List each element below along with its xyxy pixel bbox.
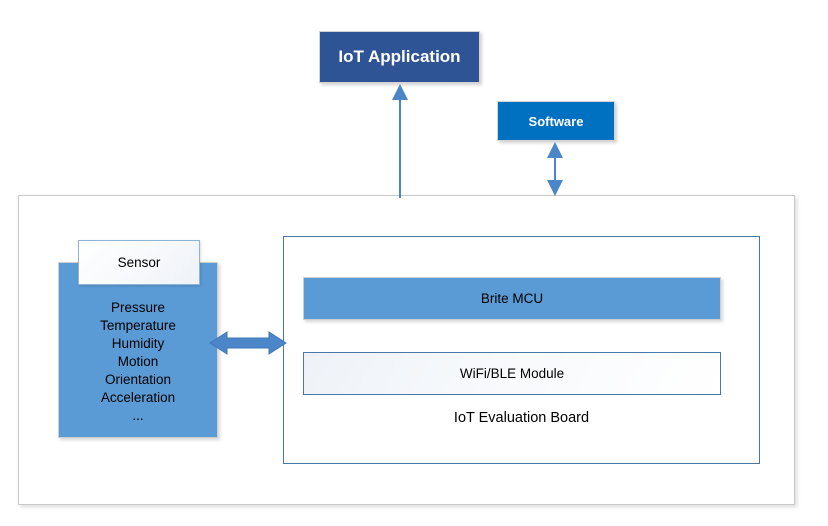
- board-to-software-double-arrow: [547, 142, 563, 196]
- software-label: Software: [528, 113, 584, 129]
- sensor-label: Sensor: [117, 255, 161, 270]
- sensor-property-item: Acceleration: [100, 390, 176, 405]
- iot-application-label: IoT Application: [338, 47, 461, 66]
- sensor-property-item: Pressure: [110, 300, 166, 315]
- iot-evaluation-board-label: IoT Evaluation Board: [453, 410, 590, 426]
- wifi-ble-module-block: WiFi/BLE Module: [303, 352, 721, 395]
- sensor-property-item: Temperature: [100, 318, 176, 333]
- sensor-property-item: Humidity: [111, 336, 165, 351]
- sensor-to-board-double-arrow: [209, 331, 287, 355]
- sensor-label-box: Sensor: [78, 240, 200, 285]
- software-box: Software: [497, 101, 615, 141]
- sensor-property-item: Motion: [117, 354, 159, 369]
- brite-mcu-label: Brite MCU: [480, 291, 544, 306]
- board-to-application-arrow: [392, 84, 408, 198]
- sensor-property-list: Pressure Temperature Humidity Motion Ori…: [59, 299, 217, 425]
- sensor-property-item: ...: [132, 408, 144, 423]
- sensor-block: Pressure Temperature Humidity Motion Ori…: [58, 262, 218, 438]
- wifi-ble-module-label: WiFi/BLE Module: [459, 366, 565, 381]
- iot-evaluation-board-container: [283, 236, 760, 464]
- iot-evaluation-board-caption: IoT Evaluation Board: [283, 410, 760, 426]
- brite-mcu-block: Brite MCU: [303, 277, 721, 320]
- sensor-property-item: Orientation: [104, 372, 172, 387]
- iot-application-box: IoT Application: [319, 31, 480, 83]
